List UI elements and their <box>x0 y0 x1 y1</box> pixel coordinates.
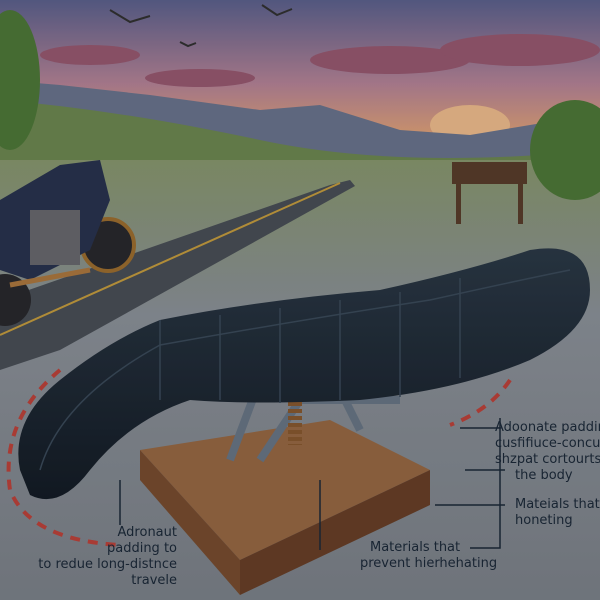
clouds <box>40 34 600 87</box>
wood-base <box>140 420 430 595</box>
callout-line: to redue long-distnce <box>38 557 177 572</box>
callout-contours-right: Adoonate padding cusfifiuce-concurs shzp… <box>495 420 600 484</box>
callout-lines <box>119 418 505 550</box>
callout-line: Materials that <box>370 540 461 555</box>
birds <box>109 4 293 48</box>
callout-line: Adoonate padding <box>495 420 600 435</box>
seat <box>18 248 591 500</box>
callout-line: the body <box>515 468 573 483</box>
road <box>0 180 355 370</box>
sign-post <box>452 162 527 224</box>
callout-line: honeting <box>515 513 573 528</box>
callout-cushioning-left: Adronaut padding to to redue long-distnc… <box>38 525 177 589</box>
road-line <box>0 182 341 336</box>
callout-line: Mateials that <box>515 497 600 512</box>
motorcycle <box>0 160 136 326</box>
callout-line: prevent hierhehating <box>360 556 498 571</box>
dashed-arrows <box>6 368 512 547</box>
callout-materials-bottom: Materials that prevent hierhehating <box>360 540 497 572</box>
seat-stitching <box>39 269 571 471</box>
callout-line: travele <box>131 573 177 588</box>
callout-materials-right: Mateials that honeting <box>515 497 600 529</box>
callout-line: Adronaut padding to <box>106 525 177 556</box>
callout-line: cusfifiuce-concurs <box>495 436 600 451</box>
tree-right <box>530 100 600 200</box>
callout-line: shzpat cortourts <box>495 452 600 467</box>
tree-left <box>0 10 40 150</box>
